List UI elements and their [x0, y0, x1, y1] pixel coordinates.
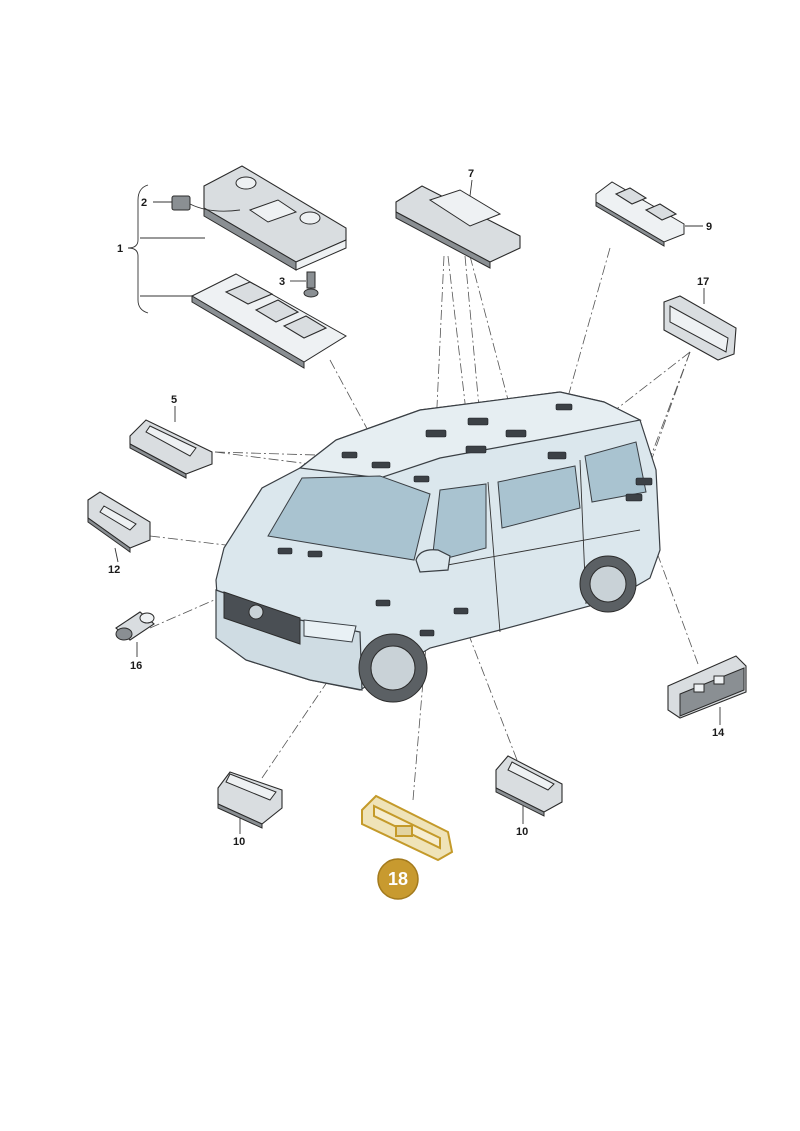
part-16-bulb-socket — [115, 611, 155, 641]
callout-18: 18 — [388, 869, 408, 889]
callout-labels: 1 2 3 7 9 17 5 12 16 14 10 10 — [108, 168, 725, 848]
part-17-lens-light — [663, 295, 737, 361]
part-18-badge[interactable]: 18 — [377, 858, 419, 900]
callout-12: 12 — [108, 564, 120, 576]
part-7-interior-light — [395, 185, 521, 269]
badge-circle — [377, 858, 419, 900]
bracket-1 — [127, 184, 149, 314]
callout-9: 9 — [706, 221, 712, 233]
callout-3: 3 — [279, 276, 285, 288]
part-1-console-bezel — [190, 273, 347, 369]
callout-2: 2 — [141, 197, 147, 209]
part-2-connector — [171, 195, 241, 212]
grille — [223, 591, 301, 645]
callout-10-right: 10 — [516, 826, 528, 838]
callout-14: 14 — [712, 727, 725, 739]
callout-17: 17 — [697, 276, 709, 288]
part-9-reading-light — [595, 181, 685, 247]
windshield — [267, 475, 431, 561]
part-1-overhead-console — [203, 165, 347, 271]
callout-5: 5 — [171, 394, 177, 406]
part-12-footwell-light — [87, 491, 151, 553]
part-18-highlighted-light — [361, 794, 454, 862]
callout-1: 1 — [117, 243, 123, 255]
part-3-screw — [303, 271, 319, 298]
callout-10-left: 10 — [233, 836, 245, 848]
van-light-markers — [277, 403, 653, 637]
part-10-door-light-left — [217, 771, 283, 829]
callout-7: 7 — [468, 168, 474, 180]
callout-16: 16 — [130, 660, 142, 672]
van-illustration — [215, 391, 661, 703]
part-10-door-light-right — [495, 755, 563, 817]
part-14-tailgate-light — [667, 655, 747, 719]
part-5-entrance-light — [129, 419, 213, 479]
